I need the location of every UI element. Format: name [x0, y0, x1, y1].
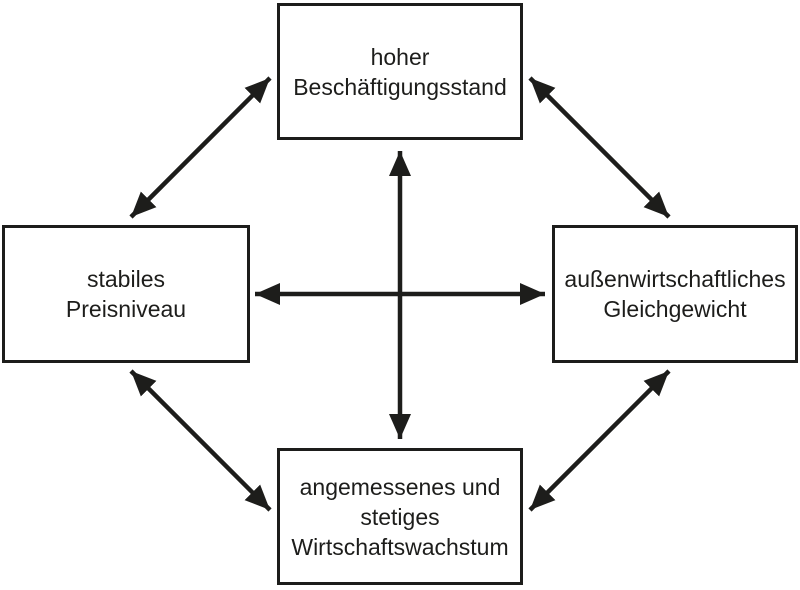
arrow-left-bottom — [129, 369, 272, 512]
arrow-top-right — [528, 76, 671, 219]
arrow-left-top — [129, 76, 272, 219]
node-aussenwirtschaftliches-gleichgewicht: außenwirtschaftliches Gleichgewicht — [552, 225, 798, 363]
node-label-bottom: angemessenes und stetiges Wirtschaftswac… — [291, 473, 509, 560]
arrow-bottom-right — [528, 369, 671, 512]
node-stabiles-preisniveau: stabiles Preisniveau — [2, 225, 250, 363]
node-angemessenes-wirtschaftswachstum: angemessenes und stetiges Wirtschaftswac… — [277, 448, 523, 585]
node-hoher-beschaeftigungsstand: hoher Beschäftigungsstand — [277, 3, 523, 140]
node-label-right: außenwirtschaftliches Gleichgewicht — [564, 266, 786, 322]
node-label-left: stabiles Preisniveau — [65, 266, 187, 322]
node-label-top: hoher Beschäftigungsstand — [293, 43, 507, 100]
